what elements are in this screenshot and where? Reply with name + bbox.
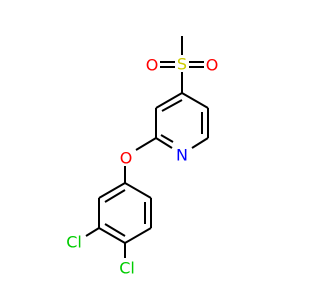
ring-bond-c6-n — [191, 137, 209, 149]
ring-bond-n-c2 — [155, 137, 173, 149]
sulfonyl-oxygen-left-label: O — [146, 56, 159, 75]
ether-oxygen-label: O — [120, 149, 133, 168]
ring-nitrogen-label: N — [176, 146, 188, 165]
benzene-bond-4-5 — [98, 227, 126, 244]
molecule-drawing: S O O O N Cl Cl — [66, 36, 218, 278]
bond-ring-ether-oxygen — [135, 137, 157, 151]
ring-bond-c3-c4 — [155, 92, 183, 109]
benzene-bond-6-1 — [98, 182, 126, 199]
benzene-bond-3-4 — [124, 227, 152, 244]
ring-bond-c4-c5 — [181, 92, 209, 109]
ring-bond-c3-c4-inner — [161, 99, 183, 112]
benzene-bond-4-5-inner — [104, 223, 126, 237]
bond-layer — [85, 36, 209, 258]
ring-bond-n-c2-inner — [160, 134, 174, 143]
sulfur-atom-label: S — [177, 55, 187, 74]
benzene-bond-6-1-inner — [104, 189, 126, 203]
bond-chlorine-upper — [85, 227, 100, 237]
structure-canvas: S O O O N Cl Cl — [66, 36, 218, 278]
chlorine-upper-label: Cl — [66, 233, 82, 252]
sulfonyl-oxygen-right-label: O — [206, 56, 219, 75]
chlorine-lower-label: Cl — [119, 259, 135, 278]
atom-label-layer: S O O O N Cl Cl — [66, 55, 218, 278]
benzene-bond-1-2 — [124, 182, 152, 199]
